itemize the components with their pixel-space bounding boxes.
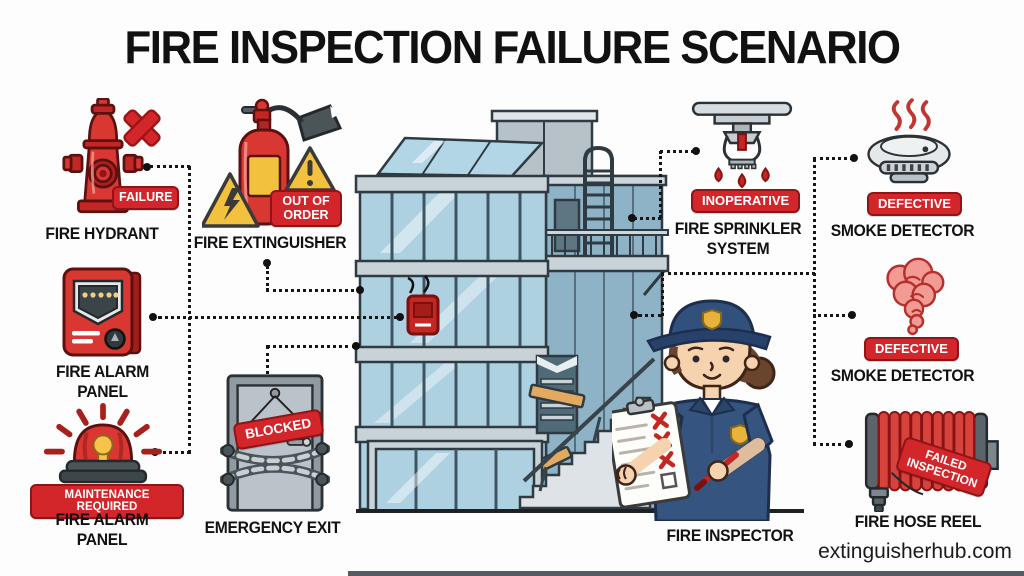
connector-dot: [848, 311, 856, 319]
bottom-edge-strip: [348, 571, 1024, 576]
item-label: FIRE ALARM PANEL: [55, 510, 149, 550]
page-title: FIRE INSPECTION FAILURE SCENARIO: [124, 21, 900, 73]
smoke-cloud-icon: [886, 257, 945, 336]
smoke-detector-icon: [867, 98, 951, 184]
connector-line: [661, 273, 664, 316]
item-label: FIRE HOSE REEL: [854, 512, 982, 531]
connector-dot: [628, 214, 636, 222]
connector-line: [266, 266, 269, 291]
connector-dot: [356, 286, 364, 294]
connector-line: [158, 451, 190, 454]
inspector-figure: [612, 299, 776, 521]
siren-icon: [43, 402, 163, 484]
connector-line: [813, 157, 853, 160]
item-label: SMOKE DETECTOR: [830, 221, 975, 240]
connector-line: [813, 158, 816, 446]
status-badge: OUT OF ORDER: [270, 190, 342, 227]
ground-line: [356, 509, 804, 513]
connector-line: [813, 314, 851, 317]
item-label: FIRE SPRINKLER SYSTEM: [674, 219, 802, 259]
connector-dot: [143, 163, 151, 171]
connector-line: [634, 217, 661, 220]
item-label: EMERGENCY EXIT: [204, 518, 341, 537]
connector-line: [266, 289, 360, 292]
website-credit: extinguisherhub.com: [818, 540, 1012, 563]
connector-line: [813, 443, 848, 446]
connector-dot: [630, 311, 638, 319]
connector-dot: [396, 313, 404, 321]
status-badge: FAILURE: [112, 186, 180, 210]
status-badge: DEFECTIVE: [867, 192, 962, 217]
fire-extinguisher-icon: [202, 98, 342, 228]
fire-alarm-panel-icon: [62, 267, 142, 357]
connector-dot: [263, 259, 271, 267]
connector-line: [660, 150, 694, 153]
status-badge: DEFECTIVE: [864, 337, 959, 362]
connector-line: [638, 314, 662, 317]
item-label: FIRE INSPECTOR: [666, 526, 794, 545]
item-label: FIRE ALARM PANEL: [55, 362, 150, 402]
connector-line: [158, 316, 398, 319]
connector-line: [659, 151, 662, 218]
connector-line: [188, 166, 191, 454]
sprinkler-icon: [691, 101, 793, 188]
connector-line: [661, 272, 815, 275]
connector-dot: [850, 154, 858, 162]
connector-line: [266, 346, 269, 374]
connector-dot: [692, 147, 700, 155]
connector-line: [266, 345, 356, 348]
status-badge: INOPERATIVE: [691, 189, 801, 214]
connector-dot: [845, 440, 853, 448]
connector-dot: [352, 342, 360, 350]
connector-dot: [149, 313, 157, 321]
connector-line: [150, 165, 190, 168]
item-label: FIRE EXTINGUISHER: [193, 233, 347, 252]
failure-x-icon: [123, 109, 161, 147]
item-label: SMOKE DETECTOR: [830, 366, 975, 385]
status-badge: MAINTENANCE REQUIRED: [30, 484, 184, 519]
item-label: FIRE HYDRANT: [45, 224, 159, 243]
